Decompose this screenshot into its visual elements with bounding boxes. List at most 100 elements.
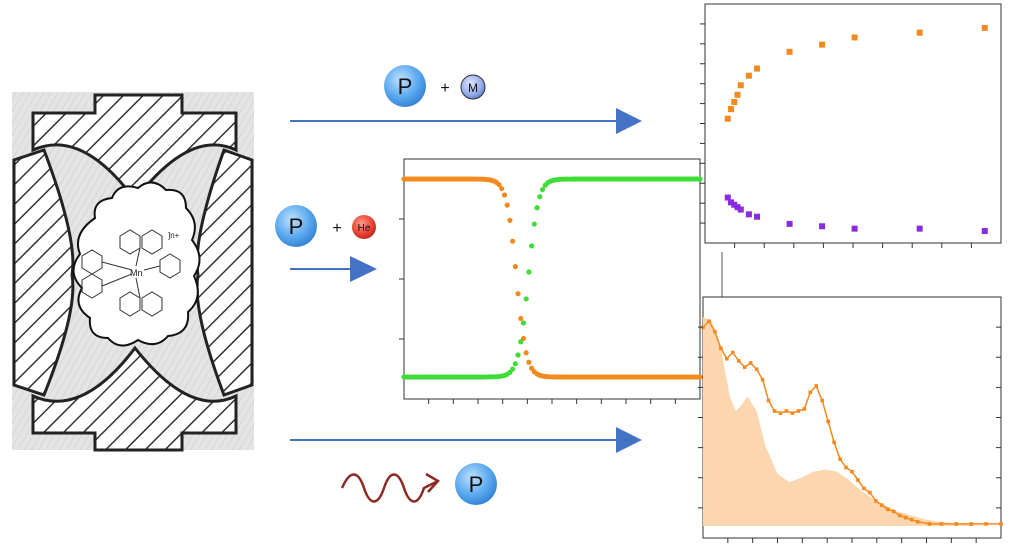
data-point-orange [504,202,510,208]
spectrum-marker [796,409,801,413]
spectrum-marker [760,377,765,382]
spectrum-marker [874,499,878,503]
spectrum-marker [826,419,830,424]
spectrum-marker [784,409,789,413]
data-point-orange [512,264,518,270]
photon-label: P [289,214,304,239]
manganese-label: Mn [130,268,143,278]
helium-ball [352,215,376,239]
spectrum-marker [969,522,973,526]
label-photon-emission: P [340,463,497,505]
data-point-orange [510,238,516,244]
spectrum-marker [736,359,741,363]
chart-top-right [700,3,1002,248]
spectrum-marker [850,469,854,474]
data-point-orange [526,359,532,365]
spectrum-marker [742,365,747,369]
data-point-orange [745,72,752,79]
data-point-purple [731,201,738,208]
spectrum-marker [868,490,872,495]
wavy-arrow-head [425,472,440,493]
spectrum-marker [862,486,866,491]
mn-complex-structure [81,229,181,317]
wavy-arrow-icon [340,473,437,503]
data-point-orange [734,91,741,98]
data-point-orange [786,48,793,55]
spectrum-marker [903,515,908,520]
arrow-middle-head [350,256,377,282]
spectrum-marker [814,384,819,388]
data-point-orange [724,115,731,122]
spectrum-marker [909,517,914,522]
helium-label: He [358,223,371,234]
data-point-orange [754,65,761,72]
spectrum-marker [939,522,944,526]
data-point-green [515,352,521,358]
charge-label: ]n+ [168,231,180,240]
data-point-green [531,221,537,227]
spectrum-marker [707,319,711,323]
data-point-orange [981,24,988,31]
spectrum-marker [731,350,735,355]
data-point-green [534,205,540,211]
photon-ball [384,65,426,107]
bottom-electrode [31,345,238,452]
chart-mid-frame [403,158,701,400]
spectrum-marker [772,409,777,413]
plus-label: + [440,80,449,97]
data-point-orange [697,374,703,380]
data-point-purple [737,206,744,213]
spectrum-marker [891,509,896,514]
data-point-orange [916,29,923,36]
spectrum-marker [880,503,884,507]
data-point-purple [734,204,741,211]
data-point-orange [496,182,502,188]
data-point-green [523,296,529,302]
data-point-green [510,366,516,372]
chart-bottom-right [698,296,1003,543]
data-point-green [529,243,535,249]
data-point-orange [728,106,735,113]
data-point-purple [981,228,988,235]
spectrum-marker [766,398,771,403]
data-point-orange [515,291,521,297]
arrow-bottom-head [616,427,642,453]
spectrum-marker [885,507,890,512]
spectrum-marker [832,440,836,445]
spectrum-marker [844,465,848,470]
data-point-orange [501,192,508,198]
chart-middle [399,158,703,404]
label-photon-plus-helium: P + He [275,205,376,247]
spectrum-marker [954,522,959,526]
spectrum-marker [838,457,842,461]
spectrum-marker [984,522,988,526]
metal-label: M [468,81,478,95]
data-point-purple [754,213,761,220]
spectrum-marker [778,411,783,415]
data-point-orange [507,217,513,223]
data-point-purple [819,223,826,230]
photon-label: P [469,472,484,497]
right-electrode [195,148,254,397]
spectrum-marker [999,522,1003,526]
photon-label: P [398,74,413,99]
spectrum-marker [713,329,717,334]
data-point-orange [851,34,858,41]
data-point-orange [731,98,738,105]
data-point-green [520,320,527,326]
metal-ball [460,74,486,100]
data-point-purple [745,211,752,218]
arrows [290,108,642,453]
photon-ball [275,205,317,247]
data-point-green [697,176,703,182]
spectrum-marker [790,411,795,415]
arrow-top-head [616,108,642,134]
left-electrode [12,148,75,397]
data-point-green [537,194,543,200]
data-point-purple [724,194,731,201]
spectrum-marker [856,478,860,482]
spectrum-area [703,317,1001,526]
spectrum-marker [748,361,753,365]
data-point-purple [851,225,858,232]
